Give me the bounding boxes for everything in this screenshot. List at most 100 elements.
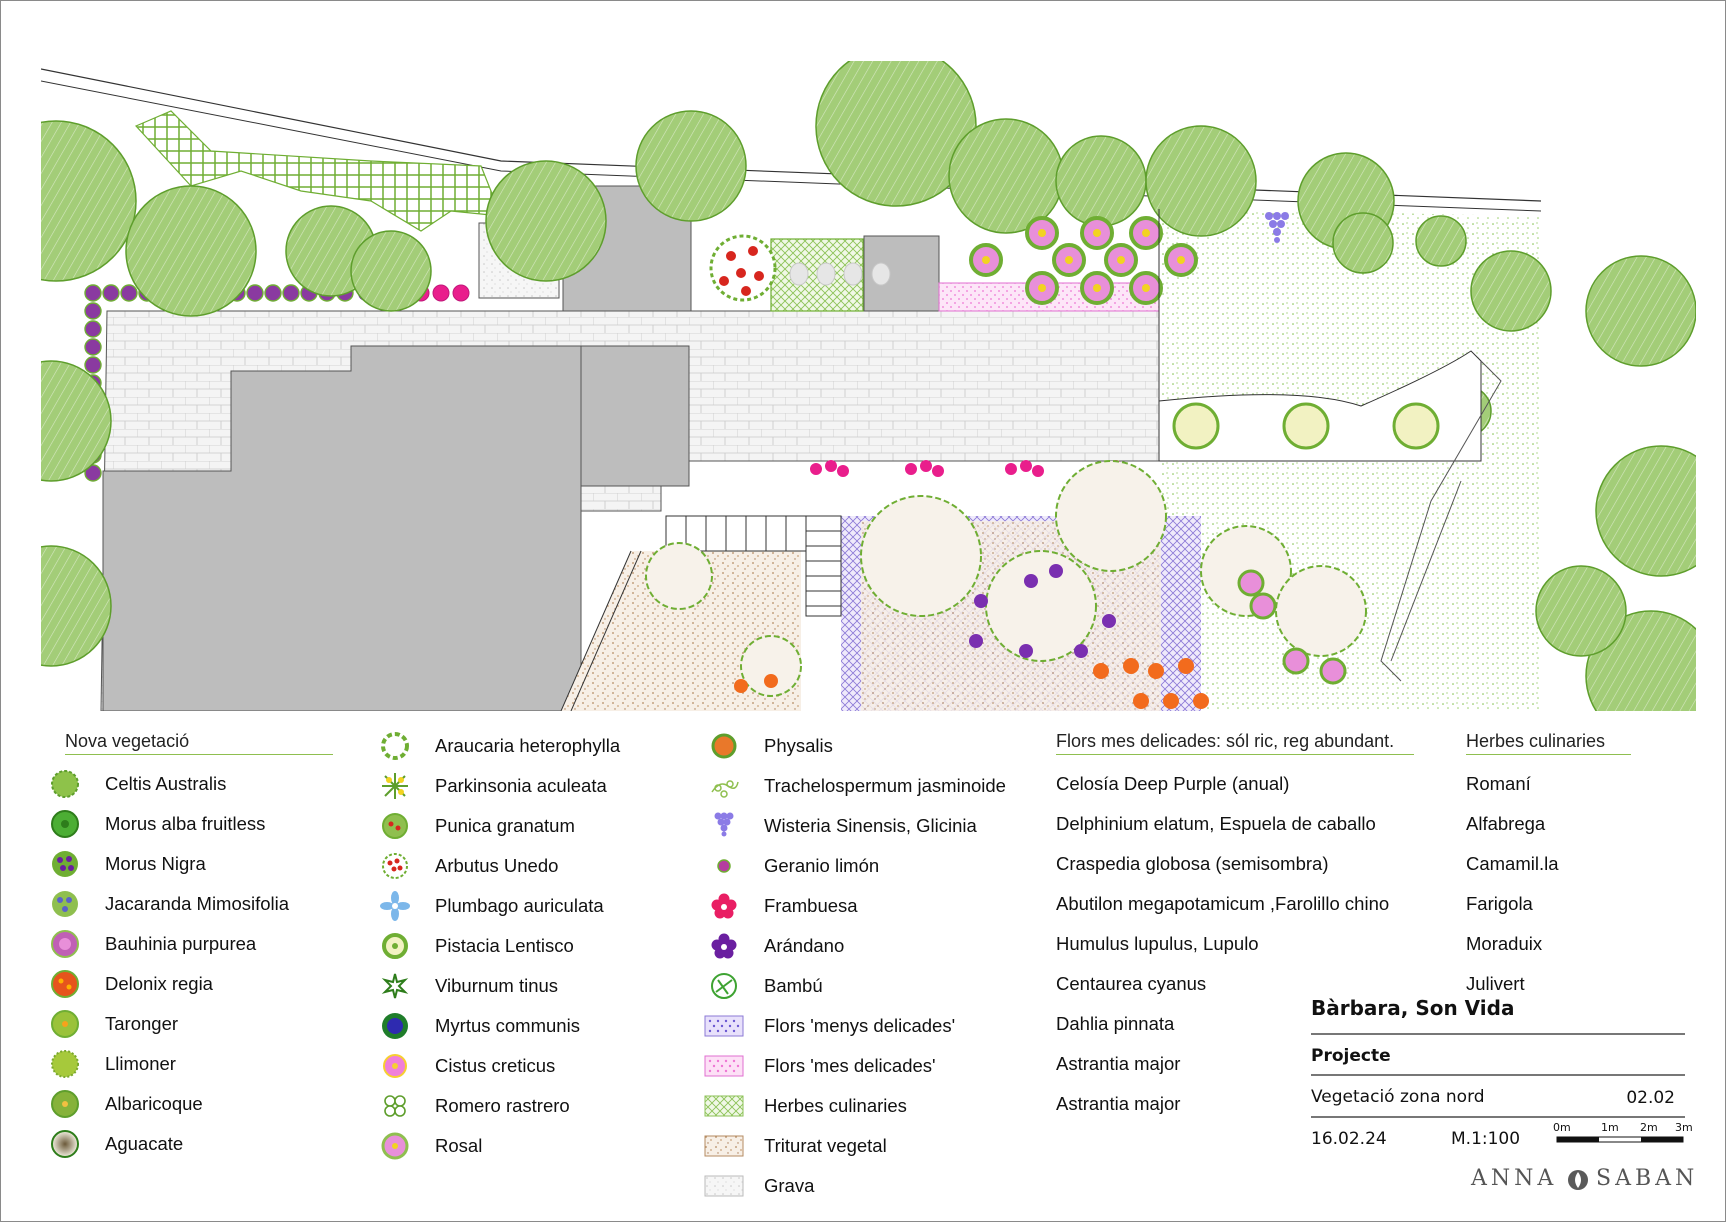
pistacia-icon bbox=[375, 926, 415, 966]
legend-item: Flors 'mes delicades' bbox=[704, 1046, 936, 1086]
legend-item: Parkinsonia aculeata bbox=[375, 766, 607, 806]
sheet-title: Vegetació zona nord bbox=[1311, 1087, 1485, 1107]
divider bbox=[1311, 1074, 1685, 1076]
legend-item: Llimoner bbox=[45, 1044, 176, 1084]
cistus-icon bbox=[375, 1046, 415, 1086]
scalebar-label: 1m bbox=[1601, 1121, 1619, 1134]
legend-text-item: Humulus lupulus, Lupulo bbox=[1056, 933, 1259, 954]
legend-text-item: Farigola bbox=[1466, 893, 1533, 914]
legend-item: Aguacate bbox=[45, 1124, 183, 1164]
legend-item: Romero rastrero bbox=[375, 1086, 570, 1126]
legend-item: Bambú bbox=[704, 966, 823, 1006]
legend-text-item: Romaní bbox=[1466, 773, 1531, 794]
legend-nova-vegetacio: Nova vegetació bbox=[65, 731, 335, 755]
legend-text-item: Camamil.la bbox=[1466, 853, 1559, 874]
legend-item: Geranio limón bbox=[704, 846, 879, 886]
legend-heading: Nova vegetació bbox=[65, 731, 333, 755]
physalis-icon bbox=[704, 726, 744, 766]
client-name: Bàrbara, Son Vida bbox=[1311, 996, 1515, 1020]
legend-item: Plumbago auriculata bbox=[375, 886, 604, 926]
celtis-icon bbox=[45, 764, 85, 804]
legend-item: Jacaranda Mimosifolia bbox=[45, 884, 289, 924]
legend-heading: Herbes culinaries bbox=[1466, 731, 1631, 755]
bauhinia-icon bbox=[45, 924, 85, 964]
legend-col5-items: Romaní Alfabrega Camamil.la Farigola Mor… bbox=[1466, 764, 1686, 1009]
brand-logo-icon bbox=[1566, 1168, 1590, 1192]
legend-item: Cistus creticus bbox=[375, 1046, 555, 1086]
legend-text-item: Astrantia major bbox=[1056, 1053, 1181, 1074]
parkinsonia-icon bbox=[375, 766, 415, 806]
drawing-scale: M.1:100 bbox=[1451, 1129, 1521, 1149]
legend-text-item: Craspedia globosa (semisombra) bbox=[1056, 853, 1329, 874]
legend-item: Delonix regia bbox=[45, 964, 213, 1004]
bambu-icon bbox=[704, 966, 744, 1006]
project-label: Projecte bbox=[1311, 1046, 1391, 1066]
legend-text-item: Celosía Deep Purple (anual) bbox=[1056, 773, 1290, 794]
legend-item: Myrtus communis bbox=[375, 1006, 580, 1046]
legend-text-item: Abutilon megapotamicum ,Farolillo chino bbox=[1056, 893, 1390, 914]
legend-text-item: Moraduix bbox=[1466, 933, 1543, 954]
arandano-icon bbox=[704, 926, 744, 966]
albaricoque-icon bbox=[45, 1084, 85, 1124]
legend-item: Punica granatum bbox=[375, 806, 575, 846]
legend-col3-items: Physalis Trachelospermum jasminoide Wist… bbox=[704, 726, 1034, 1206]
legend-item: Triturat vegetal bbox=[704, 1126, 887, 1166]
scalebar-label: 2m bbox=[1640, 1121, 1658, 1134]
legend-text-item: Centaurea cyanus bbox=[1056, 973, 1207, 994]
sheet-number: 02.02 bbox=[1626, 1088, 1675, 1108]
legend-item: Morus Nigra bbox=[45, 844, 206, 884]
legend-item: Frambuesa bbox=[704, 886, 858, 926]
viburnum-icon bbox=[375, 966, 415, 1006]
scalebar-label: 3m bbox=[1675, 1121, 1693, 1134]
myrtus-icon bbox=[375, 1006, 415, 1046]
legend-item: Araucaria heterophylla bbox=[375, 726, 620, 766]
legend-item: Arbutus Unedo bbox=[375, 846, 558, 886]
site-plan-svg bbox=[41, 61, 1696, 711]
morus-nigra-icon bbox=[45, 844, 85, 884]
legend-item: Celtis Australis bbox=[45, 764, 226, 804]
brand-name-right: SABAN bbox=[1596, 1166, 1699, 1191]
legend-item: Viburnum tinus bbox=[375, 966, 558, 1006]
legend-flors-delicades: Flors mes delicades: sól ric, reg abunda… bbox=[1056, 731, 1414, 755]
delonix-icon bbox=[45, 964, 85, 1004]
divider bbox=[1311, 1116, 1685, 1118]
flors-mes-hatch-icon bbox=[704, 1046, 744, 1086]
legend-text-item: Julivert bbox=[1466, 973, 1525, 994]
legend-item: Wisteria Sinensis, Glicinia bbox=[704, 806, 977, 846]
legend-item: Taronger bbox=[45, 1004, 178, 1044]
herbes-hatch-icon bbox=[704, 1086, 744, 1126]
site-plan bbox=[41, 61, 1696, 711]
legend-item: Grava bbox=[704, 1166, 814, 1206]
legend-col1-items: Celtis Australis Morus alba fruitless Mo… bbox=[45, 764, 345, 1169]
taronger-icon bbox=[45, 1004, 85, 1044]
romero-icon bbox=[375, 1086, 415, 1126]
llimoner-icon bbox=[45, 1044, 85, 1084]
legend-herbes-culinaries: Herbes culinaries bbox=[1466, 731, 1631, 755]
legend-item: Trachelospermum jasminoide bbox=[704, 766, 1006, 806]
drawing-date: 16.02.24 bbox=[1311, 1129, 1387, 1149]
legend-col2-items: Araucaria heterophylla Parkinsonia acule… bbox=[375, 726, 675, 1166]
scale-bar: 0m 1m 2m 3m bbox=[1553, 1121, 1693, 1151]
jacaranda-icon bbox=[45, 884, 85, 924]
legend-text-item: Astrantia major bbox=[1056, 1093, 1181, 1114]
scalebar-label: 0m bbox=[1553, 1121, 1571, 1134]
legend-item: Rosal bbox=[375, 1126, 482, 1166]
aguacate-icon bbox=[45, 1124, 85, 1164]
legend-text-item: Alfabrega bbox=[1466, 813, 1546, 834]
legend-item: Pistacia Lentisco bbox=[375, 926, 574, 966]
divider bbox=[1311, 1033, 1685, 1035]
plumbago-icon bbox=[375, 886, 415, 926]
punica-icon bbox=[375, 806, 415, 846]
legend-text-item: Dahlia pinnata bbox=[1056, 1013, 1175, 1034]
trachelospermum-icon bbox=[704, 766, 744, 806]
araucaria-icon bbox=[375, 726, 415, 766]
legend-item: Morus alba fruitless bbox=[45, 804, 265, 844]
legend-item: Bauhinia purpurea bbox=[45, 924, 256, 964]
scalebar-graphic bbox=[1556, 1136, 1684, 1143]
grava-hatch-icon bbox=[704, 1166, 744, 1206]
triturat-hatch-icon bbox=[704, 1126, 744, 1166]
legend-item: Herbes culinaries bbox=[704, 1086, 907, 1126]
wisteria-icon bbox=[704, 806, 744, 846]
title-block: Bàrbara, Son Vida Projecte Vegetació zon… bbox=[1311, 996, 1694, 1196]
